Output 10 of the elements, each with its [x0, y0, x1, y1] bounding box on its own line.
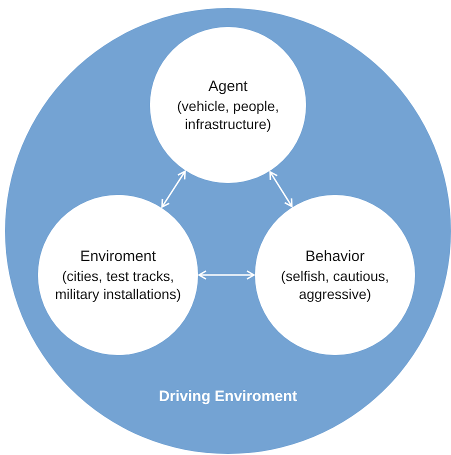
node-description: (selfish, cautious, aggressive) — [280, 267, 390, 303]
node-description: (vehicle, people, infrastructure) — [176, 97, 280, 133]
node-description: (cities, test tracks, military installations) — [54, 267, 182, 303]
diagram-label: Driving Enviroment — [158, 387, 298, 407]
node-title: Behavior — [305, 247, 365, 267]
node-title: Agent — [208, 77, 248, 97]
double-arrow — [161, 170, 186, 208]
double-arrow — [269, 171, 293, 208]
double-arrow — [198, 270, 255, 280]
node-title: Enviroment — [80, 247, 156, 267]
